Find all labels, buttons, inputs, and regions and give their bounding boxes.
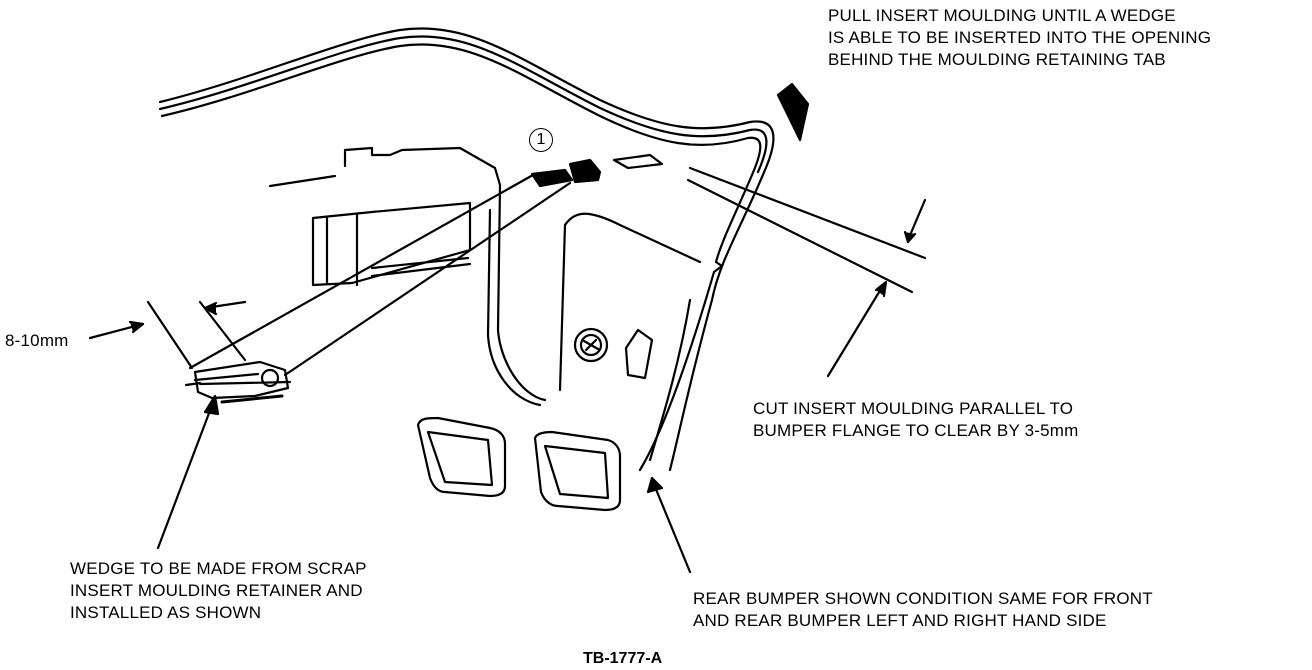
- dimension-8-10mm: [88, 300, 247, 370]
- direction-arrow-wedge: [776, 82, 810, 142]
- cut-insert-label: CUT INSERT MOULDING PARALLEL TO BUMPER F…: [753, 398, 1079, 442]
- rear-bumper-line-1: REAR BUMPER SHOWN CONDITION SAME FOR FRO…: [693, 589, 1153, 608]
- dimension-label: 8-10mm: [5, 331, 69, 350]
- figure-id: TB-1777-A: [583, 650, 663, 667]
- retaining-tab-area: [530, 153, 664, 188]
- bumper-top-moulding: [158, 27, 775, 177]
- insert-moulding-projection: [188, 173, 572, 386]
- bolt-fastener: [573, 327, 609, 363]
- callout-number-1: 1: [529, 128, 553, 152]
- wedge-label: WEDGE TO BE MADE FROM SCRAP INSERT MOULD…: [70, 558, 367, 624]
- wedge-line-3: INSTALLED AS SHOWN: [70, 603, 262, 622]
- pull-insert-line-3: BEHIND THE MOULDING RETAINING TAB: [828, 50, 1166, 69]
- bumper-side-flange: [638, 168, 767, 472]
- bracket-assembly: [268, 146, 502, 287]
- lower-openings: [416, 416, 622, 512]
- wedge-piece: [184, 360, 290, 404]
- pull-insert-label: PULL INSERT MOULDING UNTIL A WEDGE IS AB…: [828, 5, 1211, 71]
- dimension-3-5mm: [686, 166, 927, 378]
- pull-insert-line-2: IS ABLE TO BE INSERTED INTO THE OPENING: [828, 28, 1212, 47]
- wedge-leader-arrow: [156, 394, 220, 550]
- wedge-line-1: WEDGE TO BE MADE FROM SCRAP: [70, 559, 367, 578]
- inner-bumper-panel: [486, 183, 702, 407]
- rear-bumper-label: REAR BUMPER SHOWN CONDITION SAME FOR FRO…: [693, 588, 1153, 632]
- cut-insert-line-1: CUT INSERT MOULDING PARALLEL TO: [753, 399, 1074, 418]
- wedge-line-2: INSERT MOULDING RETAINER AND: [70, 581, 363, 600]
- rear-bumper-line-2: AND REAR BUMPER LEFT AND RIGHT HAND SIDE: [693, 611, 1107, 630]
- bumper-leader-arrow: [646, 476, 692, 574]
- cut-insert-line-2: BUMPER FLANGE TO CLEAR BY 3-5mm: [753, 421, 1079, 440]
- panel-slot: [624, 328, 654, 380]
- pull-insert-line-1: PULL INSERT MOULDING UNTIL A WEDGE: [828, 6, 1176, 25]
